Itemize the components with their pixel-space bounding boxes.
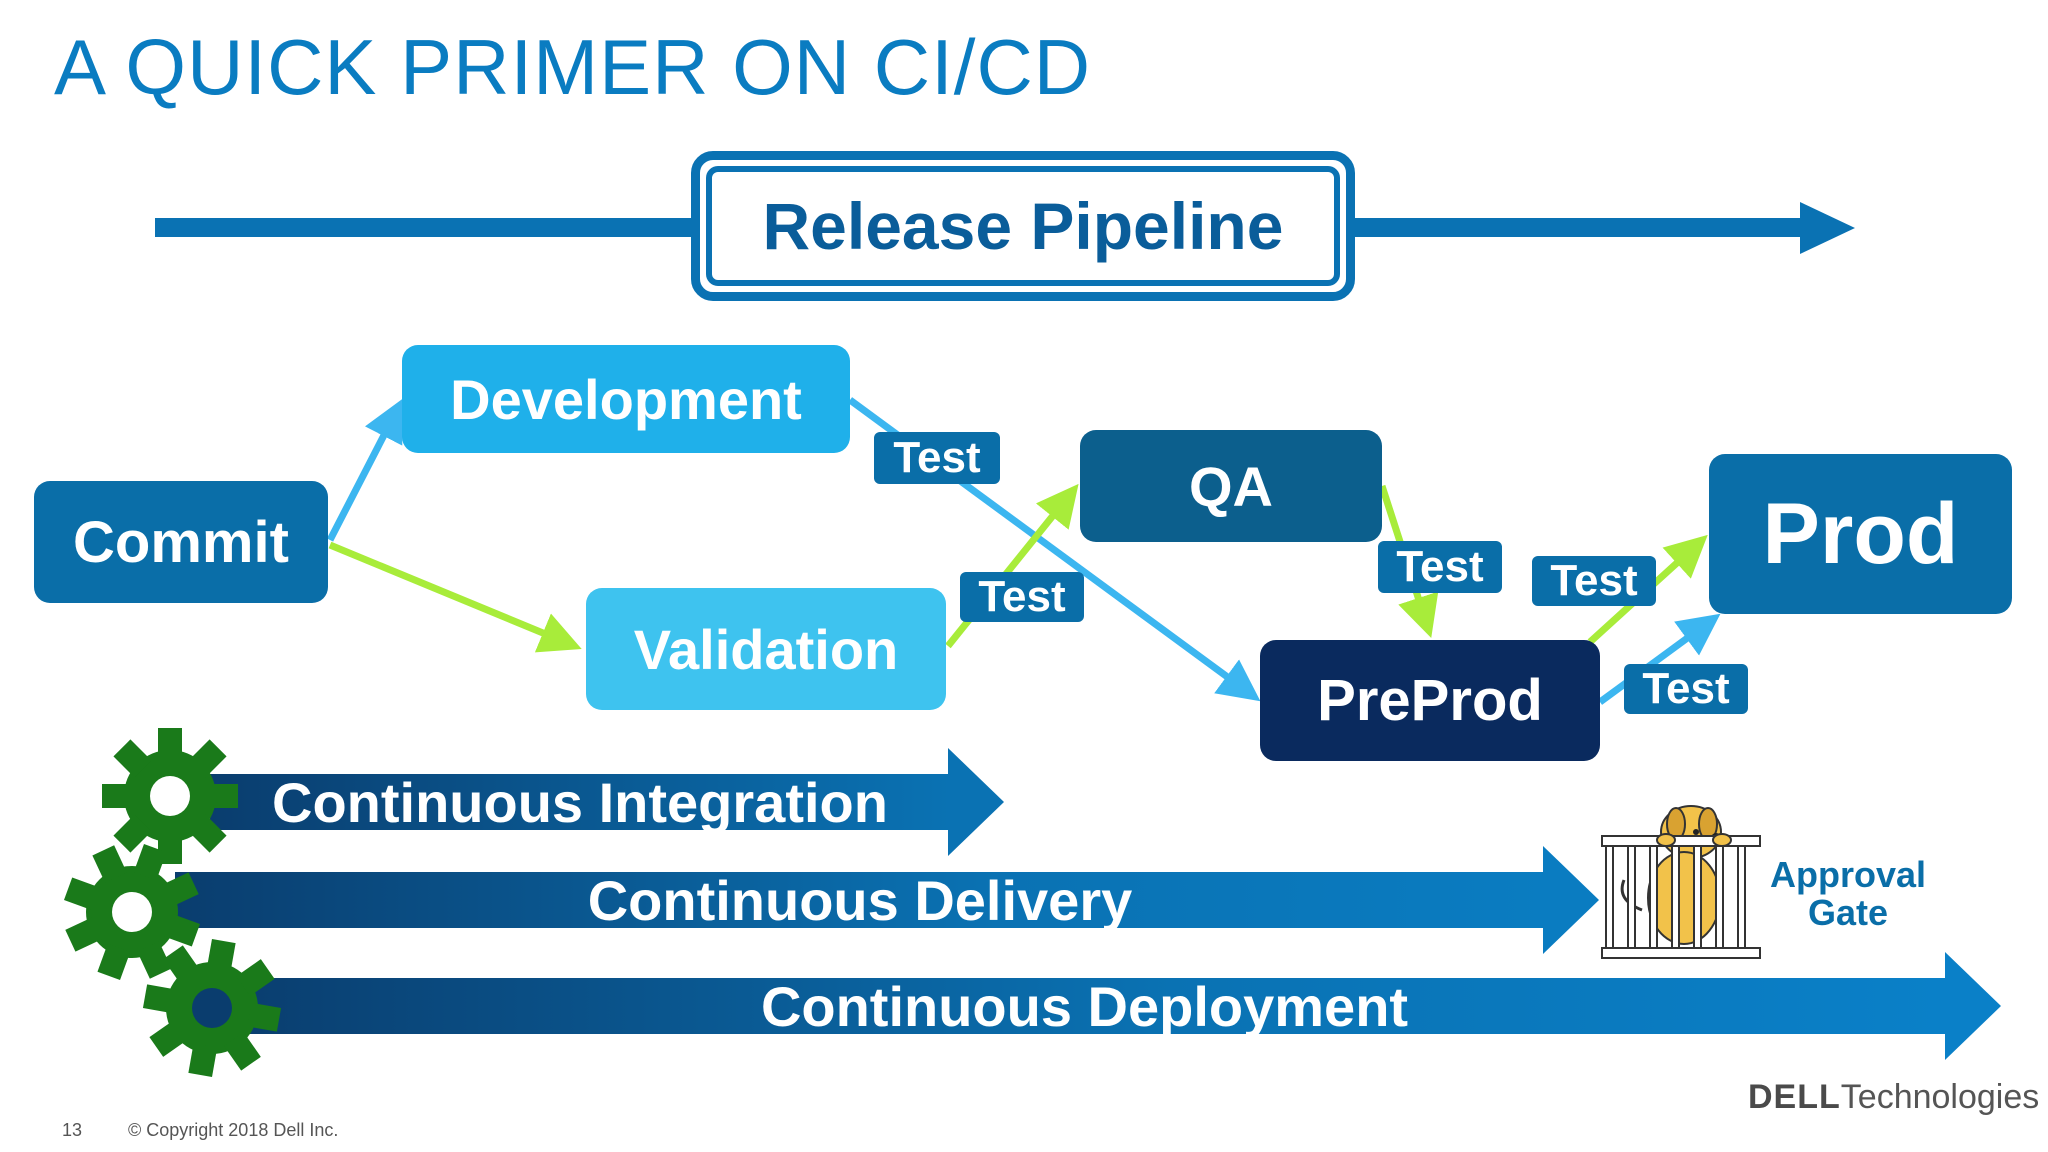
stage-qa: QA xyxy=(1080,430,1382,542)
release-pipeline-arrowhead xyxy=(1800,202,1855,254)
arrow-preprod-to-prod-blue xyxy=(1597,613,1721,705)
dell-logo-technologies: Technologies xyxy=(1840,1078,2040,1116)
gear-icon xyxy=(102,728,238,864)
release-pipeline-frame xyxy=(691,151,1355,301)
gear-icon xyxy=(142,938,282,1078)
test-tag-qa: Test xyxy=(1378,541,1502,593)
approval-gate-line2: Gate xyxy=(1807,892,1889,933)
page-title: A QUICK PRIMER ON CI/CD xyxy=(54,23,1092,111)
slide-number: 13 xyxy=(62,1120,83,1140)
approval-gate-label: Approval Gate xyxy=(1758,856,1938,932)
dog-behind-gate-illustration xyxy=(1601,805,1761,959)
copyright-text: © Copyright 2018 Dell Inc. xyxy=(128,1120,339,1140)
gear-icon xyxy=(63,843,201,981)
test-tag-development: Test xyxy=(874,432,1000,484)
band-continuous-deployment-arrowhead xyxy=(1945,952,2001,1060)
band-continuous-integration: Continuous Integration xyxy=(210,771,950,834)
band-continuous-deployment: Continuous Deployment xyxy=(222,975,1947,1038)
dell-logo-bold: DELL xyxy=(1748,1078,1841,1116)
stage-prod: Prod xyxy=(1709,454,2012,614)
stage-preprod: PreProd xyxy=(1260,640,1600,761)
test-tag-preprod-green: Test xyxy=(1532,556,1656,606)
band-continuous-delivery-arrowhead xyxy=(1543,846,1599,954)
stage-validation: Validation xyxy=(586,588,946,710)
test-tag-validation: Test xyxy=(960,572,1084,622)
arrow-commit-to-validation xyxy=(328,541,582,653)
release-pipeline-label: Release Pipeline xyxy=(706,166,1340,286)
approval-gate-line1: Approval xyxy=(1769,854,1927,895)
band-continuous-delivery: Continuous Delivery xyxy=(175,869,1545,932)
stage-commit: Commit xyxy=(34,481,328,603)
test-tag-preprod-blue: Test xyxy=(1624,664,1748,714)
stage-development: Development xyxy=(402,345,850,453)
band-continuous-integration-arrowhead xyxy=(948,748,1004,856)
arrow-commit-to-development xyxy=(326,398,403,542)
dell-technologies-logo: DELLTechnologies xyxy=(1748,1078,2039,1117)
